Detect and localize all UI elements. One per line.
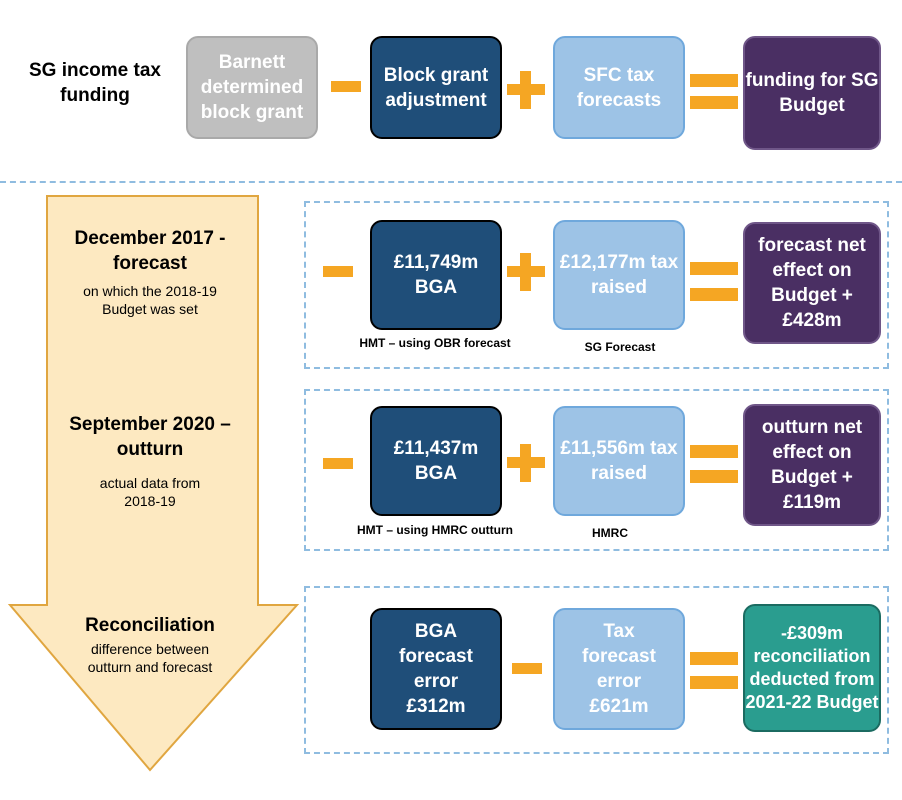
bga-error-box: BGA forecast error £312m: [370, 608, 502, 730]
barnett-label: Barnett determined block grant: [200, 52, 304, 123]
bga-error-label: BGA forecast error £312m: [399, 621, 473, 717]
top-title: SG income tax funding: [29, 60, 161, 106]
december-frame: [304, 201, 889, 369]
september-caption-right: HMRC: [592, 526, 628, 540]
tax-error-label: Tax forecast error £621m: [582, 621, 656, 717]
december-bga-label: £11,749m BGA: [393, 252, 479, 298]
december-subtext: on which the 2018-19 Budget was set: [83, 283, 217, 317]
reconciliation-heading: Reconciliation: [85, 615, 215, 636]
reconciliation-frame: [304, 586, 889, 754]
december-tax-label: £12,177m tax raised: [559, 252, 679, 298]
sfc-tax-forecasts-box: SFC tax forecasts: [553, 36, 685, 139]
timeline-arrow: [7, 195, 300, 772]
reconciliation-minus-sign: [512, 663, 542, 674]
september-caption-left: HMT – using HMRC outturn: [357, 523, 513, 537]
september-bga-box: £11,437m BGA: [370, 406, 502, 516]
sfc-tax-forecasts-label: SFC tax forecasts: [576, 64, 662, 111]
funding-box: funding for SG Budget: [743, 36, 881, 150]
block-grant-adjustment-label: Block grant adjustment: [383, 64, 489, 111]
september-heading: September 2020 – outturn: [69, 414, 231, 460]
reconciliation-result-box: -£309m reconciliation deducted from 2021…: [743, 604, 881, 732]
minus-sign: [331, 81, 361, 92]
december-result-label: forecast net effect on Budget +£428m: [758, 235, 866, 331]
december-bga-box: £11,749m BGA: [370, 220, 502, 330]
section-divider: [0, 181, 902, 183]
tax-error-box: Tax forecast error £621m: [553, 608, 685, 730]
september-minus-sign: [323, 458, 353, 469]
september-bga-label: £11,437m BGA: [393, 438, 479, 484]
block-grant-adjustment-box: Block grant adjustment: [370, 36, 502, 139]
reconciliation-subtext: difference between outturn and forecast: [87, 641, 213, 675]
december-tax-box: £12,177m tax raised: [553, 220, 685, 330]
december-caption-left: HMT – using OBR forecast: [359, 336, 511, 350]
december-result-box: forecast net effect on Budget +£428m: [743, 222, 881, 344]
september-subtext: actual data from 2018-19: [99, 475, 201, 509]
september-result-label: outturn net effect on Budget +£119m: [761, 417, 863, 513]
september-tax-label: £11,556m tax raised: [560, 438, 678, 484]
december-heading: December 2017 - forecast: [74, 228, 226, 274]
september-result-box: outturn net effect on Budget +£119m: [743, 404, 881, 526]
funding-label: funding for SG Budget: [745, 70, 879, 116]
reconciliation-result-label: -£309m reconciliation deducted from 2021…: [745, 623, 879, 712]
december-minus-sign: [323, 266, 353, 277]
september-frame: [304, 389, 889, 551]
september-tax-box: £11,556m tax raised: [553, 406, 685, 516]
barnett-box: Barnett determined block grant: [186, 36, 318, 139]
december-caption-right: SG Forecast: [584, 340, 656, 354]
